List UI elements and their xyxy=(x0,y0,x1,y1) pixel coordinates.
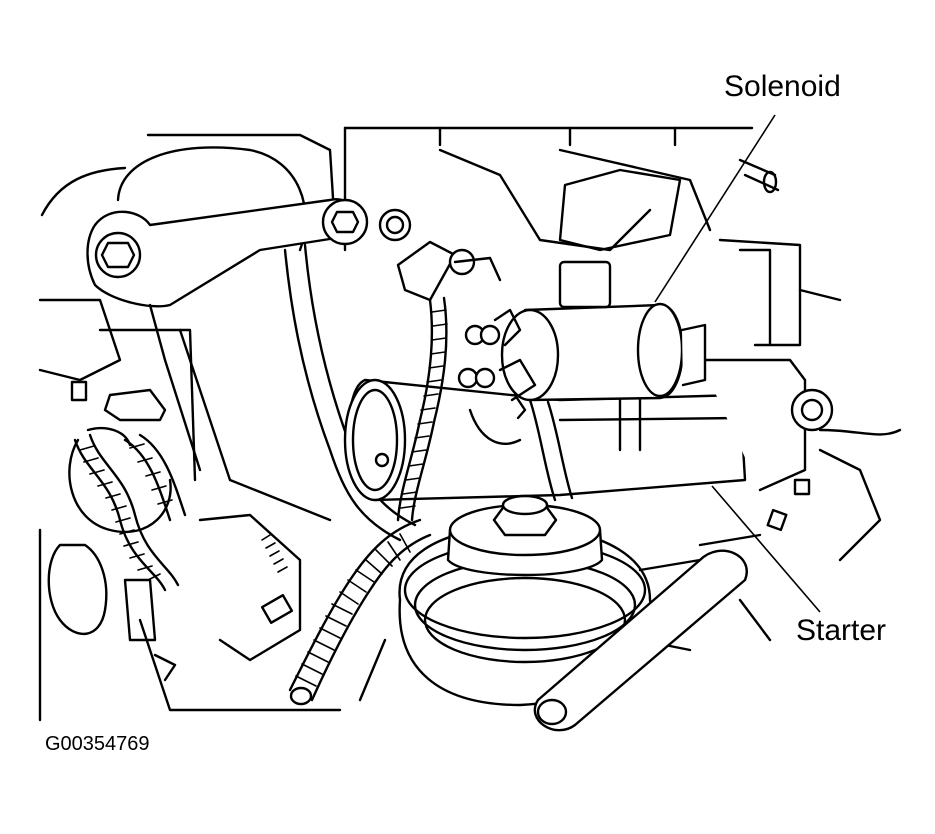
connector xyxy=(396,240,502,522)
figure-id-label: G00354769 xyxy=(45,733,150,755)
bracket-arm xyxy=(86,198,412,522)
solenoid-leader-line xyxy=(654,114,776,303)
solenoid-label: Solenoid xyxy=(724,70,841,103)
leader-lines xyxy=(654,114,821,613)
starter-motor xyxy=(343,358,902,562)
lower-tube xyxy=(533,533,772,732)
solenoid xyxy=(457,260,707,502)
starter-leader-line xyxy=(711,485,821,613)
pulley xyxy=(398,494,726,707)
left-harness xyxy=(73,433,187,592)
starter-label: Starter xyxy=(796,614,887,647)
engine-block xyxy=(40,126,842,347)
hose xyxy=(288,518,432,706)
